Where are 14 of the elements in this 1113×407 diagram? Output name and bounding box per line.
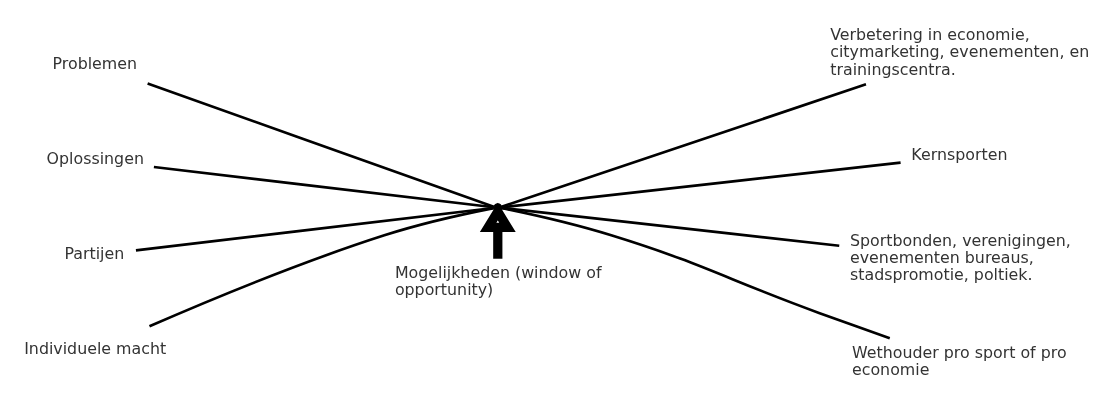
connector [501, 206, 891, 339]
connector [148, 206, 494, 327]
node-text: Individuele macht [24, 338, 167, 358]
node-text: Verbetering in economie, citymarketing, evenementen, en trainingscentra. [830, 24, 1090, 79]
node-text: Kernsporten [911, 144, 1008, 164]
node-text: Problemen [52, 53, 138, 73]
node-text: Sportbonden, verenigingen, evenementen bureaus, stadspromotie, poltiek. [850, 230, 1071, 284]
node-text: Wethouder pro sport of pro economie [852, 341, 1067, 379]
node-text: Partijen [64, 243, 125, 263]
node-text: Oplossingen [46, 148, 144, 168]
connector [153, 165, 494, 209]
node-text: Mogelijkheden (window of opportunity) [394, 262, 602, 299]
connector [147, 81, 495, 208]
connector [501, 82, 867, 208]
